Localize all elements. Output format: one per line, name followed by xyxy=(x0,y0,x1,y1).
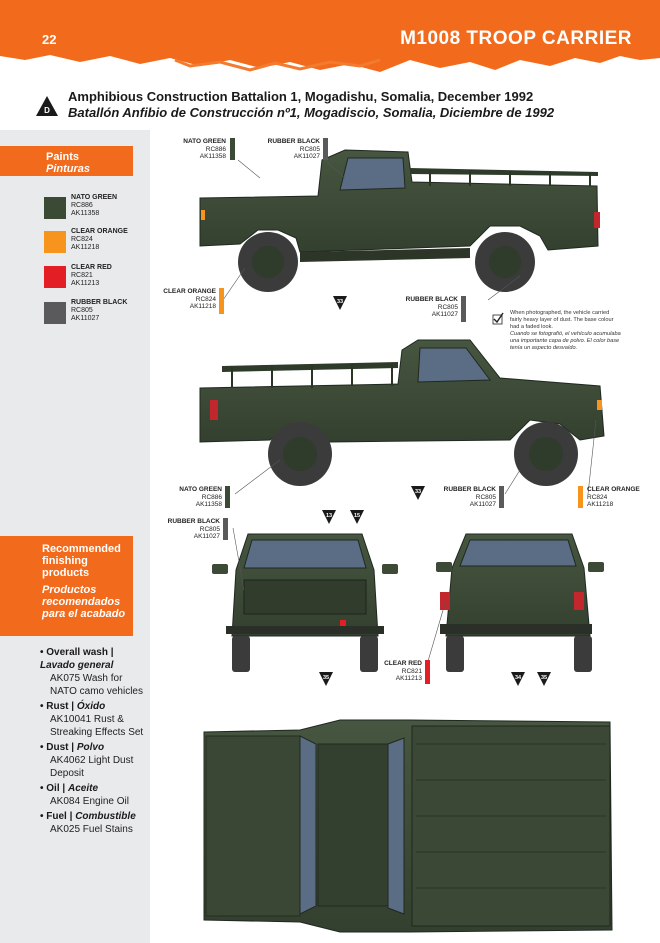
truck-front-view xyxy=(212,533,398,672)
truck-rear-view xyxy=(436,533,604,672)
marker-35-front: 35 xyxy=(323,675,329,681)
callout-bar-black xyxy=(461,296,466,322)
finishing-tab: Recommended finishing products Productos… xyxy=(0,536,133,636)
callout-bar-green xyxy=(230,138,235,160)
callout-bar-orange xyxy=(578,486,583,508)
callout-lines xyxy=(222,159,597,669)
marker-13: 13 xyxy=(326,513,332,519)
callout-bar-green xyxy=(225,486,230,508)
paints-title: Paints xyxy=(46,151,80,163)
truck-right-side-view xyxy=(199,339,605,486)
badge-letter: D xyxy=(44,106,50,115)
finishing-list: • Overall wash | Lavado general AK075 Wa… xyxy=(40,646,150,838)
swatch-clear-orange xyxy=(44,231,66,253)
callout-bar-black xyxy=(499,486,504,508)
subtitle-spanish: Batallón Anfibio de Construcción nº1, Mo… xyxy=(68,105,555,120)
callout-bar-black xyxy=(223,518,228,540)
finishing-title: Recommended finishing products xyxy=(42,543,121,579)
finishing-item: • Fuel | Combustible AK025 Fuel Stains xyxy=(40,811,136,835)
callout-bar-black xyxy=(323,138,328,160)
finishing-title-es: Productos recomendados para el acabado xyxy=(42,584,126,620)
swatch-clear-red xyxy=(44,266,66,288)
marker-35-rear: 35 xyxy=(541,675,547,681)
swatch-nato-green xyxy=(44,197,66,219)
header-brush-banner xyxy=(0,0,660,72)
paints-tab: Paints Pinturas xyxy=(0,146,133,176)
marker-34: 34 xyxy=(515,675,522,681)
truck-top-view xyxy=(203,719,613,933)
marker-33-mid: 33 xyxy=(415,489,421,495)
swatch-rubber-black xyxy=(44,302,66,324)
truck-left-side-view xyxy=(199,149,600,292)
finishing-item: • Oil | Aceite AK084 Engine Oil xyxy=(40,783,129,807)
finishing-item: • Overall wash | Lavado general AK075 Wa… xyxy=(40,647,143,697)
marker-15: 15 xyxy=(354,513,360,519)
marker-triangles xyxy=(319,296,551,686)
paints-title-es: Pinturas xyxy=(46,163,91,175)
callout-bar-red xyxy=(425,660,430,684)
scheme-badge: D xyxy=(36,96,58,116)
check-icon xyxy=(492,312,504,325)
page-title: M1008 TROOP CARRIER xyxy=(400,28,632,49)
page-number: 22 xyxy=(42,32,57,47)
dust-note: When photographed, the vehicle carried f… xyxy=(510,310,621,351)
subtitle-english: Amphibious Construction Battalion 1, Mog… xyxy=(68,89,534,104)
marker-33-top: 33 xyxy=(337,299,343,305)
finishing-item: • Rust | Óxido AK10041 Rust & Streaking … xyxy=(40,701,144,738)
callout-bar-orange xyxy=(219,288,224,314)
finishing-item: • Dust | Polvo AK4062 Light Dust Deposit xyxy=(40,742,134,779)
page-header: 22 M1008 TROOP CARRIER xyxy=(0,0,660,80)
